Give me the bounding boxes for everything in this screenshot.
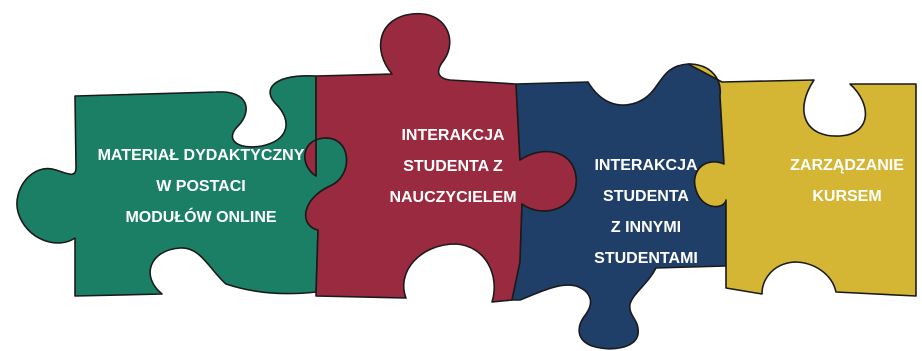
label-teacher-interaction: INTERAKCJA STUDENTA Z NAUCZYCIELEM <box>362 120 544 213</box>
label-student-interaction-line-1: INTERAKCJA <box>594 157 698 174</box>
label-student-interaction-line-3: Z INNYMI <box>610 219 682 236</box>
label-teacher-interaction-line-2: STUDENTA Z <box>403 158 503 175</box>
label-course-management-line-2: KURSEM <box>812 188 882 205</box>
label-materials-line-2: W POSTACI <box>156 178 246 195</box>
label-student-interaction-line-4: STUDENTAMI <box>594 250 698 267</box>
puzzle-piece-course-management <box>687 63 917 297</box>
label-course-management: ZARZĄDZANIE KURSEM <box>782 150 912 212</box>
label-materials-line-3: MODUŁÓW ONLINE <box>125 209 277 226</box>
label-teacher-interaction-line-3: NAUCZYCIELEM <box>389 189 517 206</box>
label-student-interaction-line-2: STUDENTA <box>603 188 689 205</box>
label-materials: MATERIAŁ DYDAKTYCZNY W POSTACI MODUŁÓW O… <box>82 140 320 233</box>
label-materials-line-1: MATERIAŁ DYDAKTYCZNY <box>97 147 305 164</box>
label-course-management-line-1: ZARZĄDZANIE <box>790 157 904 174</box>
label-student-interaction: INTERAKCJA STUDENTA Z INNYMI STUDENTAMI <box>572 150 720 274</box>
label-teacher-interaction-line-1: INTERAKCJA <box>401 127 505 144</box>
piece-shape-course-management <box>687 63 917 297</box>
